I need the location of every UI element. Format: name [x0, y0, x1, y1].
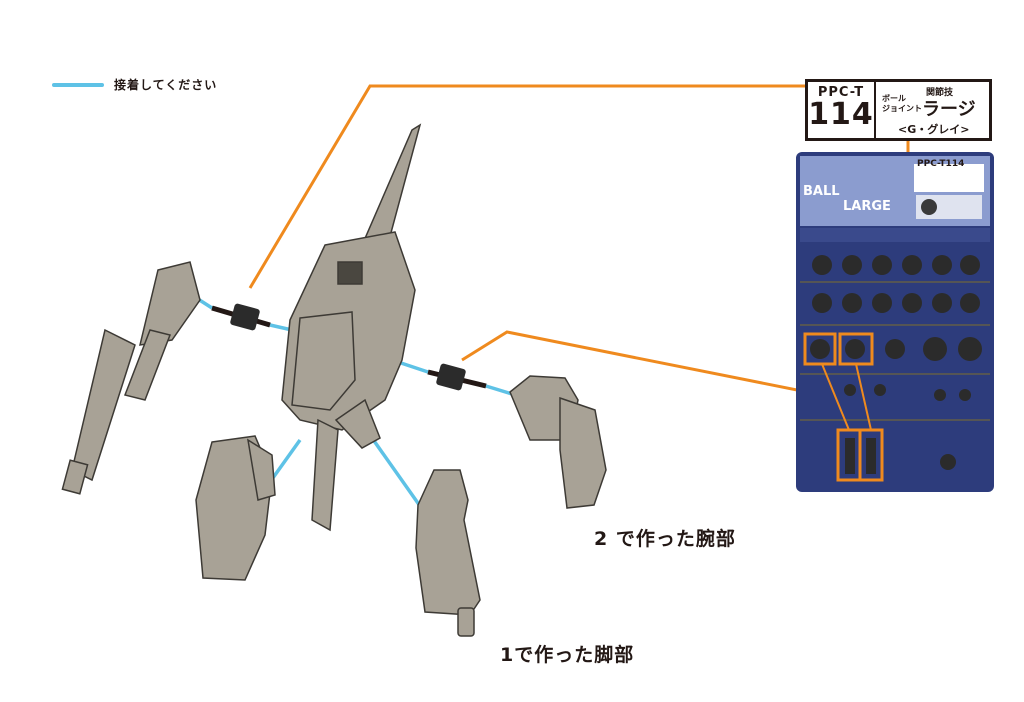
product-code: PPC-T — [817, 85, 865, 100]
ball-joint-left — [211, 303, 271, 331]
product-name-box: 関節技 ボール ジョイント ラージ <G・グレイ> — [876, 82, 989, 138]
product-code-box: PPC-T 114 — [808, 82, 876, 138]
leg-part-icon — [195, 435, 276, 581]
ball-joint-right — [427, 363, 487, 391]
legend: 接着してください — [52, 76, 217, 93]
package-code: PPC-T114 — [917, 159, 965, 169]
robot-figure-icon — [281, 123, 422, 532]
arm-callout: 2 で作った腕部 — [594, 528, 736, 550]
leader-line-right — [461, 330, 838, 400]
product-grade: <G・グレイ> — [898, 123, 970, 136]
arm-part-icon — [61, 261, 201, 495]
ball-joint-icon — [921, 199, 937, 215]
product-badge: PPC-T 114 関節技 ボール ジョイント ラージ <G・グレイ> — [805, 79, 992, 141]
glue-legend-line — [52, 82, 104, 87]
product-name-small: ボール ジョイント — [882, 94, 922, 113]
leg-callout: 1で作った脚部 — [500, 644, 635, 666]
glue-legend-label: 接着してください — [114, 78, 218, 92]
product-number: 114 — [808, 97, 874, 132]
arm-part-right — [509, 375, 607, 509]
product-category: 関節技 — [926, 88, 954, 98]
leg-part-right — [415, 469, 481, 637]
svg-text:BALL: BALL — [803, 184, 840, 199]
package-card: BALL LARGE — [796, 152, 994, 492]
product-name-main: ラージ — [922, 99, 976, 120]
svg-text:LARGE: LARGE — [843, 199, 891, 214]
